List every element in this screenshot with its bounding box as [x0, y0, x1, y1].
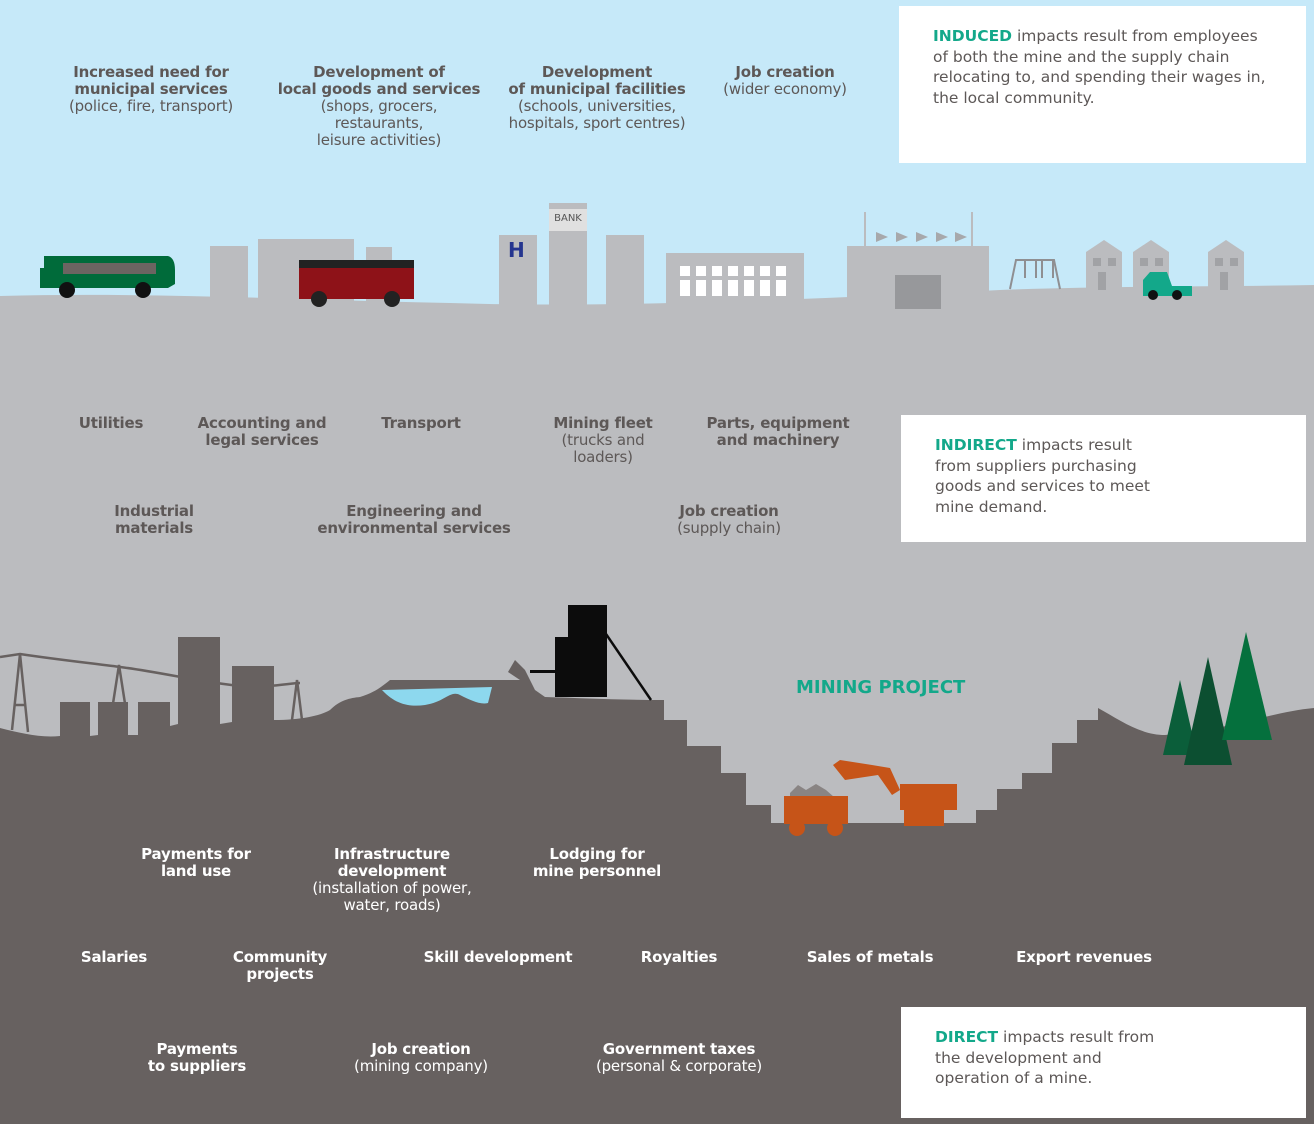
label-title: Royalties: [640, 948, 718, 966]
direct-info-box: DIRECT impacts result from the developme…: [901, 1007, 1306, 1118]
trees-icon: [1163, 632, 1272, 765]
label-sub: (installation of power, water, roads): [312, 879, 472, 914]
indirect-keyword: INDIRECT: [935, 436, 1017, 454]
direct-label: Sales of metals: [807, 949, 934, 966]
label-title: Salaries: [80, 948, 148, 966]
label-title: Job creation: [735, 63, 835, 81]
direct-label: Royalties: [641, 949, 718, 966]
induced-label: Development of local goods and services(…: [277, 63, 481, 149]
label-title: Government taxes: [602, 1040, 756, 1058]
bank-sign-bg: [549, 209, 587, 231]
label-sub: (wider economy): [723, 80, 847, 98]
label-sub: (shops, grocers, restaurants, leisure ac…: [316, 97, 442, 149]
label-title: Community projects: [232, 948, 328, 983]
label-title: Parts, equipment and machinery: [706, 414, 850, 449]
induced-label: Development of municipal facilities(scho…: [508, 64, 685, 132]
label-sub: (personal & corporate): [595, 1057, 763, 1075]
label-title: Industrial materials: [114, 502, 194, 537]
label-title: Transport: [381, 414, 461, 432]
indirect-label: Utilities: [78, 414, 144, 432]
induced-keyword: INDUCED: [933, 27, 1013, 45]
fire-truck-icon: [299, 260, 414, 307]
swing-set-icon: [1009, 259, 1061, 290]
label-title: Development of local goods and services: [277, 63, 481, 98]
car-icon: [1143, 272, 1192, 300]
factory-door: [895, 275, 941, 309]
direct-label: Payments to suppliers: [148, 1041, 246, 1075]
label-sub: (mining company): [354, 1057, 488, 1075]
bus-icon: [40, 256, 175, 298]
label-title: Engineering and environmental services: [317, 502, 511, 537]
direct-label: Skill development: [424, 949, 573, 966]
indirect-label: Accounting and legal services: [198, 415, 327, 449]
pond: [382, 687, 492, 706]
flags: [876, 232, 967, 242]
direct-description: impacts result from the development and …: [935, 1028, 1155, 1088]
indirect-label: Job creation(supply chain): [677, 503, 781, 537]
direct-label: Job creation(mining company): [354, 1041, 488, 1075]
hospital-sign: H: [508, 238, 525, 262]
indirect-label: Parts, equipment and machinery: [706, 415, 849, 449]
label-title: Job creation: [679, 502, 779, 520]
label-sub: (police, fire, transport): [68, 97, 234, 115]
indirect-info-box: INDIRECT impacts result from suppliers p…: [901, 415, 1306, 542]
house-windows: [1093, 258, 1238, 290]
label-title: Payments to suppliers: [147, 1040, 247, 1075]
direct-keyword: DIRECT: [935, 1028, 999, 1046]
label-title: Infrastructure development: [333, 845, 450, 880]
indirect-label: Mining fleet(trucks and loaders): [553, 414, 653, 466]
induced-label: Increased need for municipal services(po…: [69, 64, 233, 115]
direct-label: Community projects: [233, 949, 327, 983]
direct-label: Government taxes(personal & corporate): [596, 1041, 762, 1075]
label-title: Utilities: [78, 414, 144, 432]
direct-label: Lodging for mine personnel: [533, 846, 661, 880]
label-title: Mining fleet: [553, 414, 653, 432]
building-windows: [680, 266, 786, 296]
label-title: Job creation: [371, 1040, 471, 1058]
induced-info-box: INDUCED impacts result from employees of…: [899, 6, 1306, 163]
label-sub: (schools, universities, hospitals, sport…: [508, 97, 686, 132]
label-sub: (trucks and loaders): [561, 431, 645, 466]
excavator-icon: [833, 760, 957, 826]
label-sub: (supply chain): [677, 519, 781, 537]
induced-description: impacts result from employees of both th…: [933, 27, 1266, 107]
indirect-description: impacts result from suppliers purchasing…: [935, 436, 1150, 516]
mining-project-label: MINING PROJECT: [796, 677, 966, 698]
mine-headframe-icon: [530, 605, 653, 701]
indirect-label: Transport: [381, 415, 461, 432]
bank-sign: BANK: [554, 213, 582, 224]
direct-label: Export revenues: [1016, 949, 1152, 966]
indirect-label: Industrial materials: [114, 503, 194, 537]
label-title: Accounting and legal services: [197, 414, 327, 449]
label-title: Sales of metals: [806, 948, 934, 966]
direct-label: Infrastructure development(installation …: [312, 846, 471, 914]
label-title: Development of municipal facilities: [508, 63, 686, 98]
direct-label: Salaries: [81, 949, 147, 966]
label-title: Lodging for mine personnel: [532, 845, 662, 880]
label-title: Export revenues: [1016, 948, 1152, 966]
label-title: Skill development: [423, 948, 573, 966]
mine-ground: [0, 637, 1314, 1124]
haul-truck-icon: [784, 784, 848, 836]
label-title: Payments for land use: [141, 845, 251, 880]
direct-label: Payments for land use: [141, 846, 251, 880]
induced-label: Job creation(wider economy): [723, 64, 847, 98]
label-title: Increased need for municipal services: [73, 63, 229, 98]
indirect-label: Engineering and environmental services: [317, 502, 511, 537]
